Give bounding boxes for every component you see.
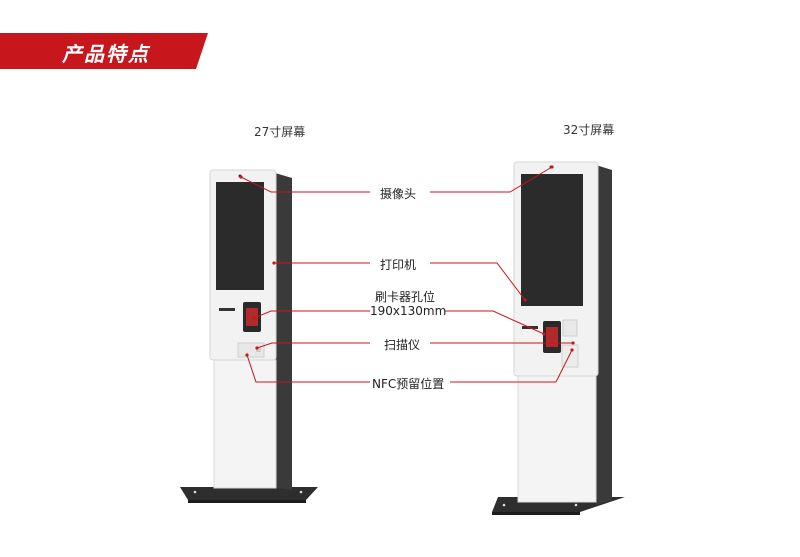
section-title: 产品特点: [62, 42, 150, 66]
kiosk-32-caption: 32寸屏幕: [563, 123, 615, 137]
feature-card-reader: 刷卡器孔位: [375, 290, 436, 304]
feature-nfc: NFC预留位置: [372, 377, 445, 391]
kiosk-27-caption: 27寸屏幕: [254, 125, 306, 139]
feature-card-reader-size: 190x130mm: [370, 304, 447, 318]
feature-scanner: 扫描仪: [384, 338, 421, 352]
kiosk-screen: [216, 182, 264, 290]
feature-camera: 摄像头: [380, 187, 417, 201]
kiosk-27-inch: [180, 169, 318, 503]
section-banner: 产品特点: [0, 33, 208, 69]
leader-lines: [240, 166, 573, 383]
printer-slot: [219, 308, 235, 311]
leader-endpoints: [239, 165, 575, 357]
feature-printer: 打印机: [380, 258, 417, 272]
kiosk-32-inch: [492, 161, 625, 515]
kiosk-screen: [521, 174, 583, 306]
